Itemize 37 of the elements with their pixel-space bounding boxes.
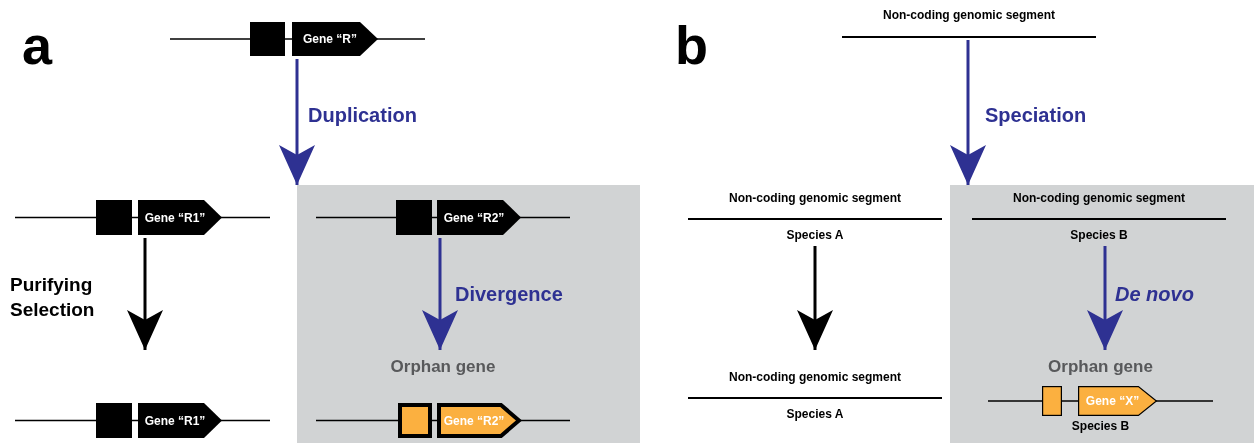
arrow — [127, 238, 163, 350]
arrow — [1087, 246, 1123, 350]
species-label: Species B — [1069, 228, 1129, 242]
heading-text: Orphan gene — [1047, 357, 1154, 377]
genomic-segment — [688, 191, 942, 244]
arrow — [422, 238, 458, 350]
edge-label: Divergence — [455, 283, 563, 306]
panel-letter: a — [22, 18, 53, 72]
gene-label: Gene “R” — [302, 32, 358, 46]
edge-label: Speciation — [985, 104, 1087, 127]
segment-label: Non-coding genomic segment — [728, 370, 902, 384]
gene-construct — [170, 21, 425, 57]
gene-label: Gene “X” — [1084, 394, 1141, 408]
heading-text: Orphan gene — [389, 357, 497, 377]
edge-label: Purifying Selection — [10, 273, 96, 322]
segment-label: Non-coding genomic segment — [728, 191, 902, 205]
gene-label: Gene “R1” — [143, 413, 207, 428]
gene-label: Gene “R2” — [442, 210, 506, 225]
shaded-panel — [297, 185, 640, 443]
gene-label: Gene “R2” — [442, 413, 506, 428]
species-label: Species B — [1070, 419, 1131, 433]
gene-construct — [316, 199, 570, 236]
segment-label: Non-coding genomic segment — [1012, 191, 1186, 205]
gene-label: Gene “R1” — [143, 210, 207, 225]
shaded-panel — [950, 185, 1254, 443]
edge-label: De novo — [1115, 283, 1194, 306]
genomic-segment — [972, 191, 1226, 244]
species-label: Species A — [785, 228, 845, 242]
arrow — [797, 246, 833, 350]
edge-label: Duplication — [308, 104, 417, 127]
arrow — [279, 59, 315, 185]
panel-letter: b — [675, 18, 708, 72]
gene-construct — [15, 199, 270, 236]
species-label: Species A — [785, 407, 845, 421]
arrow — [950, 40, 986, 185]
genomic-segment — [842, 8, 1096, 38]
segment-label: Non-coding genomic segment — [882, 8, 1056, 22]
